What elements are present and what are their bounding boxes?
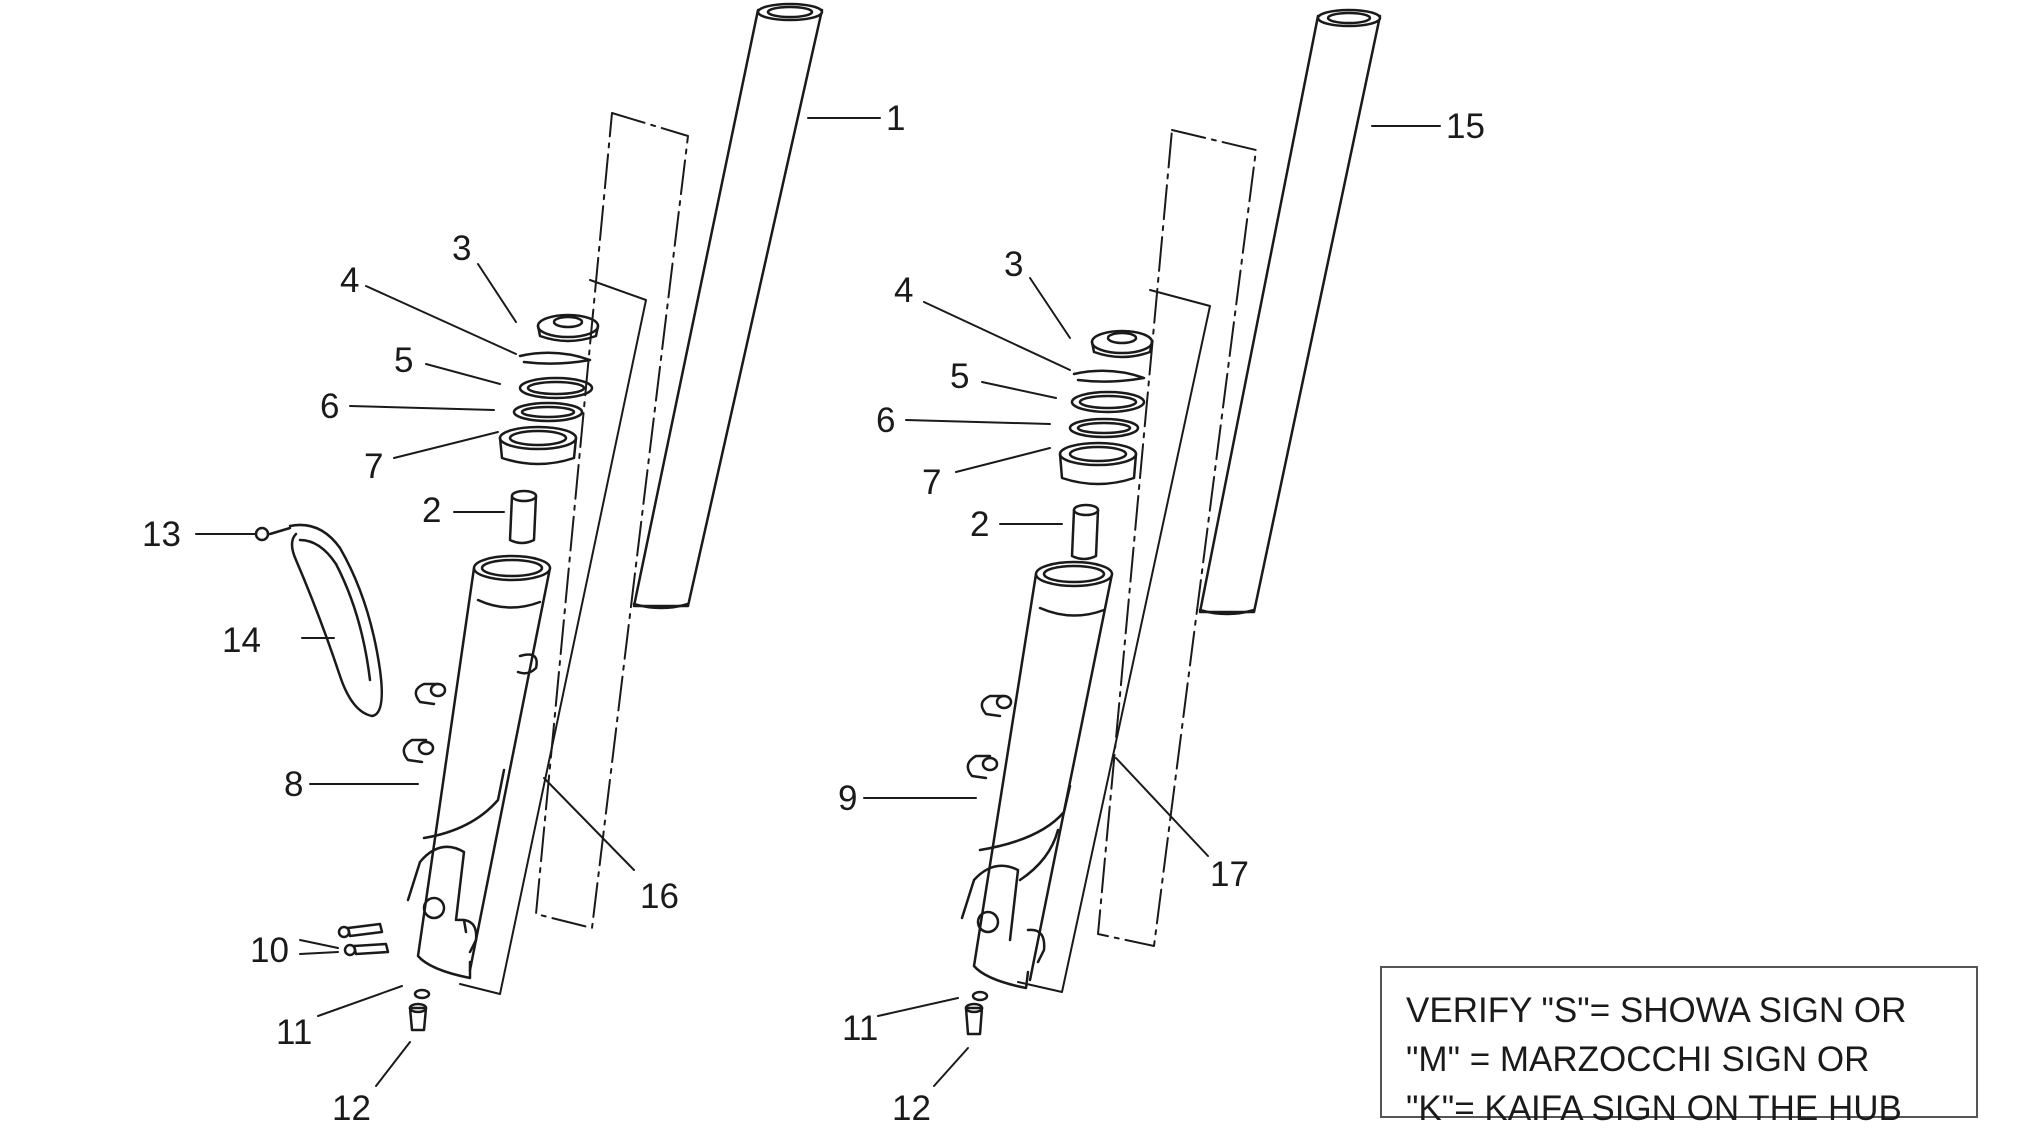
callout-right-4: 4	[894, 271, 913, 310]
right-fork-assembly	[863, 8, 1441, 1087]
right-stanchion-tube	[1198, 8, 1382, 616]
right-bushing	[1058, 441, 1138, 486]
callout-right-3: 3	[1004, 245, 1023, 284]
callout-right-9: 9	[838, 779, 857, 818]
left-seal-ring	[518, 376, 594, 400]
note-line-3: "K"= KAIFA SIGN ON THE HUB	[1406, 1089, 1902, 1128]
callout-left-14: 14	[222, 621, 261, 660]
left-washer	[512, 401, 584, 423]
left-stanchion-tube	[632, 2, 824, 610]
left-leader-lines	[195, 117, 881, 1087]
callout-left-11: 11	[276, 1013, 312, 1052]
left-callouts: 1 3 4 5 6 7 2 13 14 8 16 10 11 12	[142, 99, 905, 1124]
callout-left-16: 16	[640, 877, 679, 916]
note-line-2: "M" = MARZOCCHI SIGN OR	[1406, 1040, 1870, 1079]
left-fork-slider	[402, 554, 552, 980]
right-bottom-bolt	[964, 1002, 984, 1036]
callout-left-3: 3	[452, 229, 471, 268]
callout-right-6: 6	[876, 401, 895, 440]
callout-left-7: 7	[364, 447, 383, 486]
callout-left-4: 4	[340, 261, 359, 300]
left-fork-assembly	[195, 2, 881, 1087]
left-cable-clip	[254, 526, 292, 542]
callout-left-1: 1	[886, 99, 905, 138]
callout-left-13: 13	[142, 515, 181, 554]
left-assembly-bracket	[459, 279, 647, 995]
left-pilot-bush	[508, 489, 538, 545]
left-bushing	[498, 425, 578, 466]
left-brake-cable	[288, 523, 383, 718]
callout-left-12: 12	[332, 1089, 371, 1124]
right-circlip	[1072, 369, 1146, 383]
left-phantom-outline	[535, 112, 689, 929]
right-spring-cap	[1090, 329, 1154, 359]
right-callouts: 15 3 4 5 6 7 2 9 17 11 12	[838, 107, 1485, 1124]
callout-right-11: 11	[842, 1009, 878, 1048]
left-bolts	[337, 922, 390, 957]
right-phantom-outline	[1097, 129, 1257, 947]
right-assembly-bracket	[1017, 289, 1211, 993]
callout-left-8: 8	[284, 765, 303, 804]
left-bottom-washer	[413, 988, 431, 1000]
callout-left-10: 10	[250, 931, 289, 970]
right-washer	[1068, 417, 1140, 439]
callout-right-2: 2	[970, 505, 989, 544]
callout-right-7: 7	[922, 463, 941, 502]
left-bottom-bolt	[408, 1002, 428, 1032]
right-pilot-bush	[1070, 503, 1100, 561]
right-bottom-washer	[971, 990, 989, 1002]
callout-right-12: 12	[892, 1089, 931, 1124]
left-circlip	[518, 351, 592, 365]
right-leader-lines	[863, 125, 1441, 1087]
callout-left-6: 6	[320, 387, 339, 426]
callout-left-2: 2	[422, 491, 441, 530]
left-spring-cap	[536, 313, 600, 343]
callout-left-5: 5	[394, 341, 413, 380]
note-line-1: VERIFY "S"= SHOWA SIGN OR	[1406, 991, 1907, 1030]
right-seal-ring	[1070, 390, 1146, 414]
callout-right-15: 15	[1446, 107, 1485, 146]
callout-right-17: 17	[1210, 855, 1249, 894]
verification-note-box: VERIFY "S"= SHOWA SIGN OR "M" = MARZOCCH…	[1380, 966, 1978, 1128]
callout-right-5: 5	[950, 357, 969, 396]
right-fork-slider	[960, 560, 1114, 990]
